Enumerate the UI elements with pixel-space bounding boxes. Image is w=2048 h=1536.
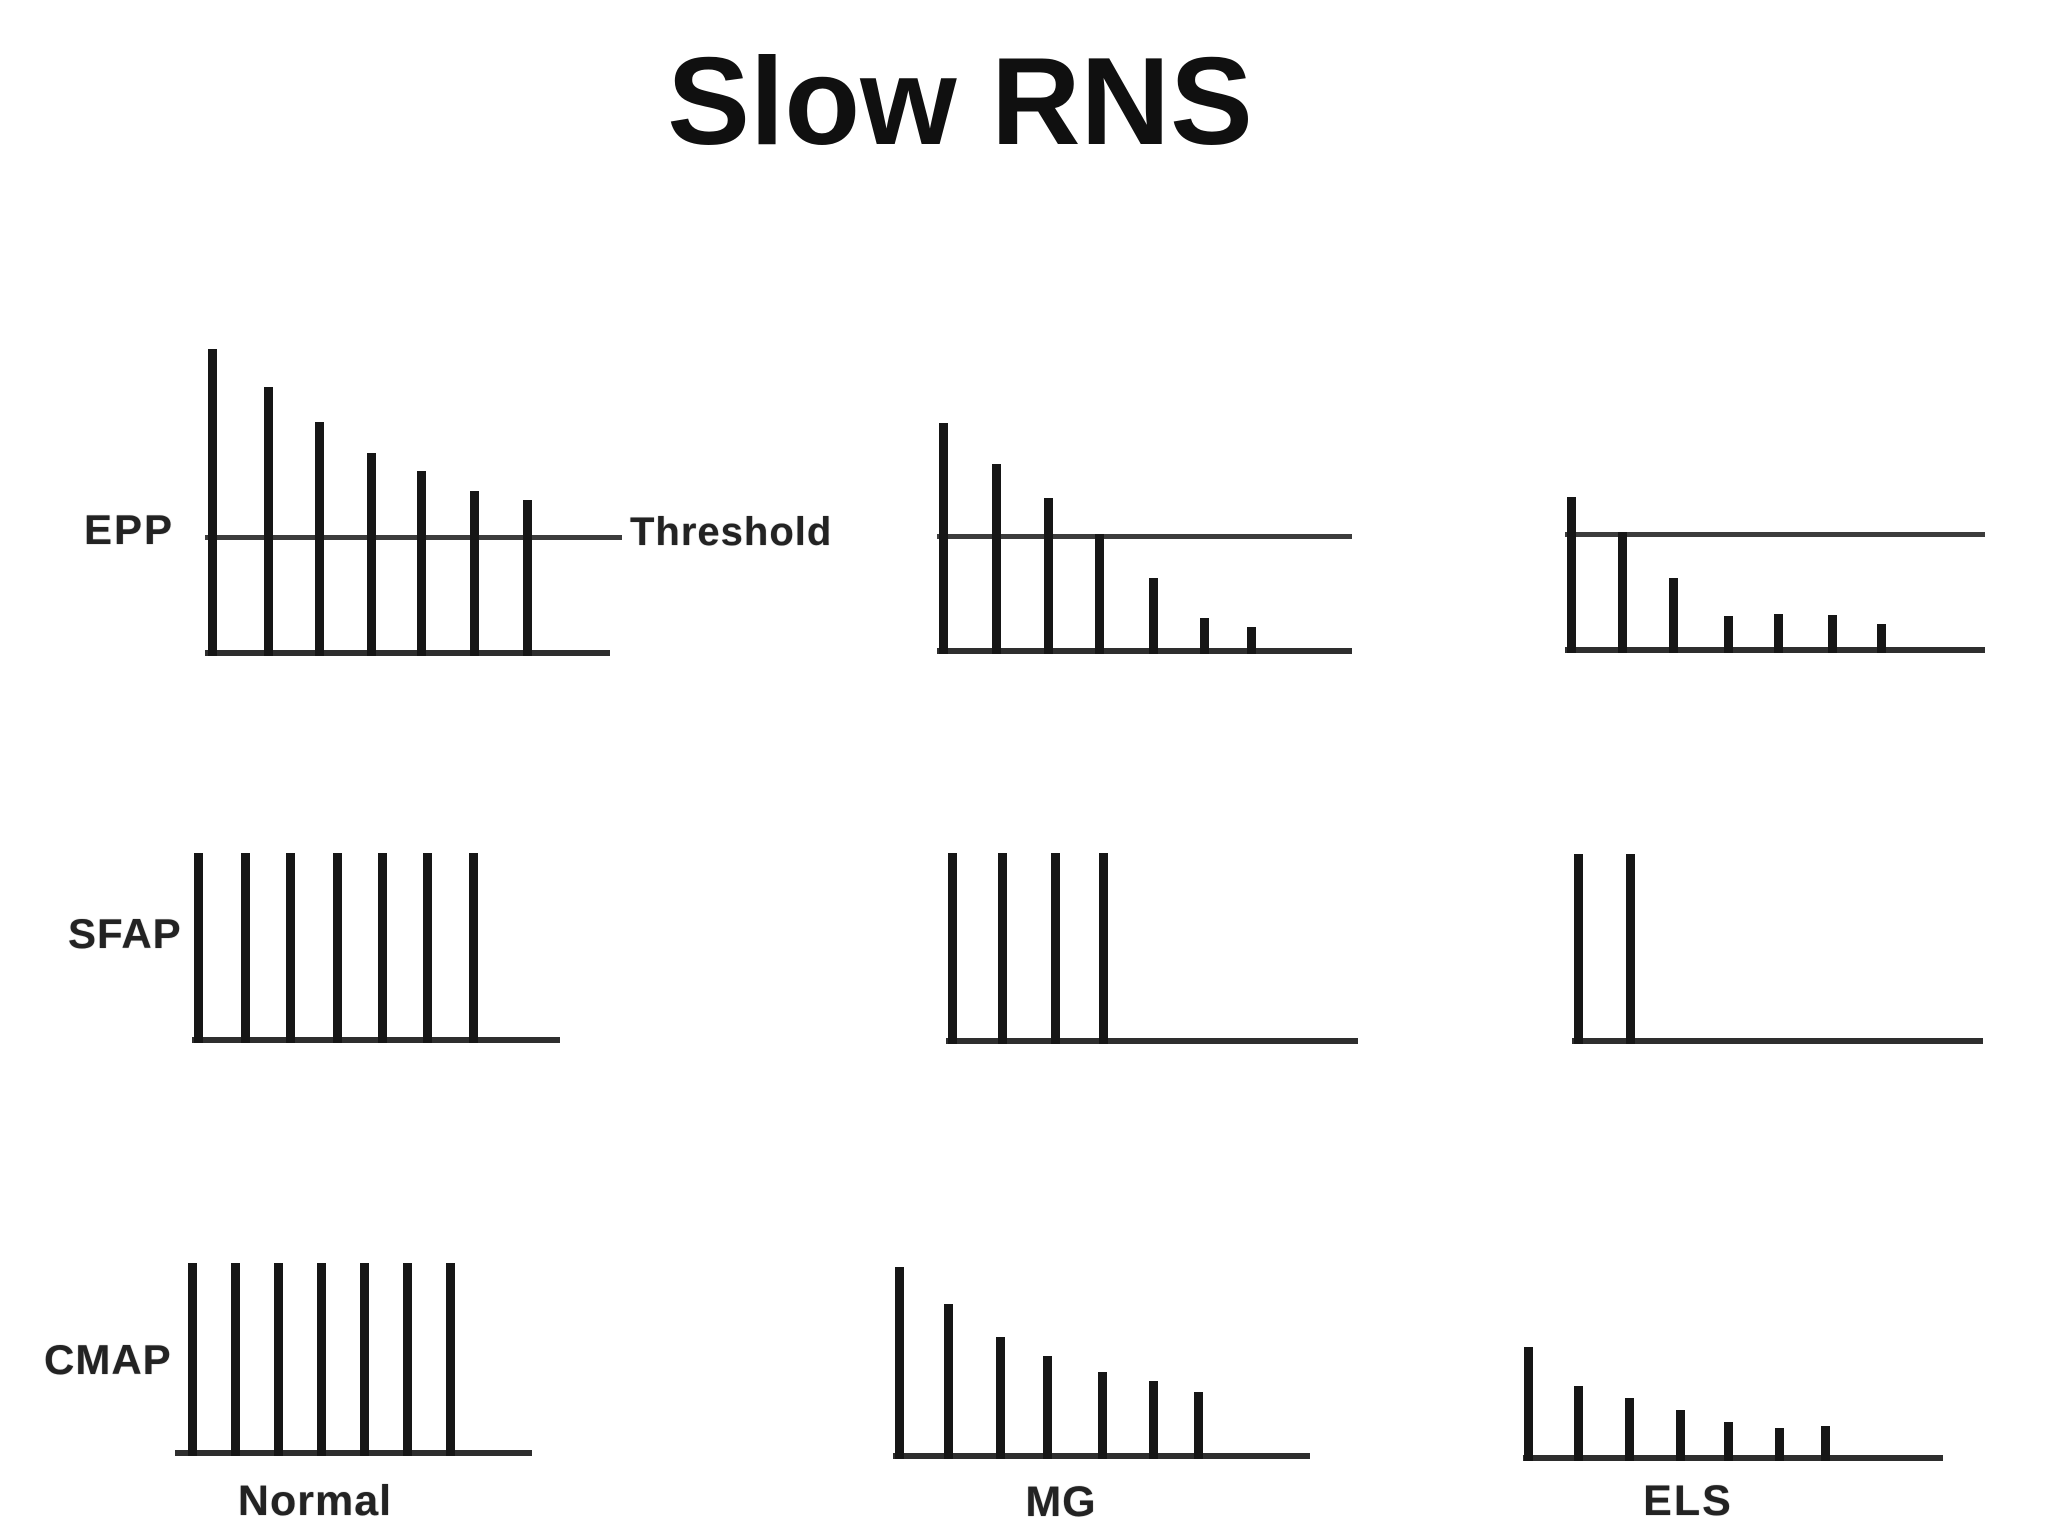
spike [1723, 616, 1733, 653]
spike [1199, 618, 1209, 654]
spike [273, 1263, 283, 1456]
spike [1050, 853, 1060, 1044]
spike [1625, 854, 1635, 1044]
spike [991, 464, 1001, 654]
spike [263, 387, 273, 656]
spike [947, 853, 957, 1044]
spike [285, 853, 295, 1043]
spike [1042, 1356, 1052, 1459]
spike [894, 1267, 904, 1459]
spike [938, 423, 948, 654]
row-label-sfap: SFAP [68, 910, 182, 957]
col-label-normal: Normal [237, 1477, 393, 1525]
spike [1573, 854, 1583, 1044]
baseline-axis [937, 648, 1352, 654]
spike [1774, 1428, 1784, 1461]
spike [230, 1263, 240, 1456]
spike [1043, 498, 1053, 654]
spike [1148, 1381, 1158, 1459]
spike [1097, 1372, 1107, 1459]
spike [316, 1263, 326, 1456]
spike [1675, 1410, 1685, 1461]
baseline-axis [946, 1038, 1358, 1044]
spike [193, 853, 203, 1043]
threshold-line [205, 535, 622, 540]
spike [422, 853, 432, 1043]
threshold-label: Threshold [630, 510, 833, 554]
baseline-axis [175, 1450, 532, 1456]
spike [359, 1263, 369, 1456]
spike [402, 1263, 412, 1456]
row-label-cmap: CMAP [44, 1336, 172, 1383]
spike [1723, 1422, 1733, 1461]
spike [1876, 624, 1886, 653]
threshold-line [937, 534, 1352, 539]
spike [995, 1337, 1005, 1459]
spike [1246, 627, 1256, 654]
threshold-line [1565, 532, 1985, 537]
baseline-axis [1572, 1038, 1983, 1044]
spike [1566, 497, 1576, 653]
spike [416, 471, 426, 656]
baseline-axis [1523, 1455, 1943, 1461]
spike [377, 853, 387, 1043]
spike [240, 853, 250, 1043]
spike [207, 349, 217, 656]
spike [1193, 1392, 1203, 1459]
spike [445, 1263, 455, 1456]
spike [314, 422, 324, 656]
slide-title: Slow RNS [667, 33, 1253, 171]
spike [332, 853, 342, 1043]
spike [1773, 614, 1783, 653]
spike [468, 853, 478, 1043]
spike [943, 1304, 953, 1459]
spike [1827, 615, 1837, 653]
spike [1668, 578, 1678, 653]
spike [1820, 1426, 1830, 1461]
spike [1094, 534, 1104, 654]
spike [187, 1263, 197, 1456]
spike [522, 500, 532, 656]
spike [1148, 578, 1158, 654]
spike [1098, 853, 1108, 1044]
col-label-els: ELS [1643, 1477, 1733, 1525]
spike [1624, 1398, 1634, 1461]
row-label-epp: EPP [84, 506, 175, 553]
spike [997, 853, 1007, 1044]
spike [1573, 1386, 1583, 1461]
baseline-axis [192, 1037, 560, 1043]
col-label-mg: MG [1025, 1478, 1097, 1526]
spike [366, 453, 376, 656]
spike [1617, 532, 1627, 653]
baseline-axis [205, 650, 610, 656]
spike [1523, 1347, 1533, 1461]
spike [469, 491, 479, 656]
